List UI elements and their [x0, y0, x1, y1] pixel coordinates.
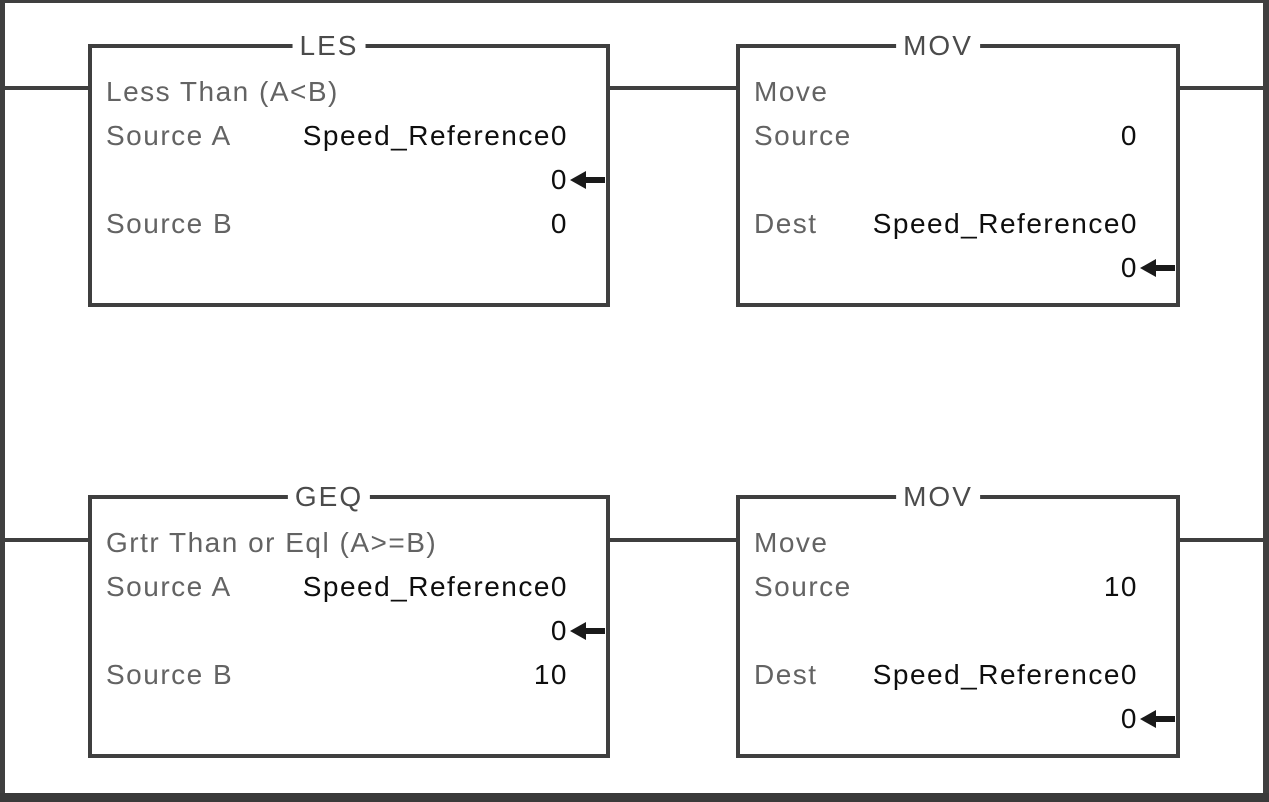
instruction-block-les[interactable]: LES Less Than (A<B) Source A Speed_Refer… — [88, 31, 610, 307]
spacer-row — [754, 158, 1138, 202]
operand-tag[interactable]: Speed_Reference0 — [872, 659, 1138, 690]
operand-row: Source A Speed_Reference0 — [106, 114, 568, 158]
operand-label: Dest — [754, 208, 818, 239]
operand-label: Source B — [106, 208, 234, 239]
rung2-wire-middle — [606, 538, 740, 542]
operand-tag[interactable]: Speed_Reference0 — [302, 571, 568, 602]
power-rail-right — [1263, 0, 1269, 802]
operand-label: Source B — [106, 659, 234, 690]
instruction-mnemonic: MOV — [896, 31, 980, 61]
instruction-mnemonic: GEQ — [287, 482, 371, 512]
current-value-row: 0 — [106, 158, 605, 202]
spacer-row — [754, 609, 1138, 653]
instruction-block-geq[interactable]: GEQ Grtr Than or Eql (A>=B) Source A Spe… — [88, 482, 610, 758]
current-value-row: 0 — [754, 697, 1175, 741]
current-value-arrow-icon — [1140, 709, 1175, 729]
window-top-edge — [0, 0, 1269, 3]
window-bottom-edge — [0, 793, 1269, 802]
operand-row: Source 10 — [754, 565, 1138, 609]
description-row: Move — [754, 521, 1138, 565]
operand-label: Source A — [106, 571, 232, 602]
rung2-wire-right — [1176, 538, 1266, 542]
operand-rows: Move Source 0 Dest Speed_Reference0 0 — [740, 48, 1176, 290]
operand-row: Dest Speed_Reference0 — [754, 202, 1138, 246]
instruction-description: Move — [754, 76, 829, 107]
rung2-wire-left — [3, 538, 92, 542]
operand-tag[interactable]: Speed_Reference0 — [872, 208, 1138, 239]
instruction-mnemonic: MOV — [896, 482, 980, 512]
description-row: Move — [754, 70, 1138, 114]
current-value[interactable]: 0 — [550, 615, 568, 646]
instruction-mnemonic: LES — [292, 31, 366, 61]
instruction-description: Move — [754, 527, 829, 558]
operand-row: Source A Speed_Reference0 — [106, 565, 568, 609]
current-value-arrow-icon — [1140, 258, 1175, 278]
operand-value[interactable]: 0 — [1120, 120, 1138, 151]
rung1-wire-left — [3, 86, 92, 90]
current-value-arrow-icon — [570, 621, 605, 641]
rung1-wire-right — [1176, 86, 1266, 90]
operand-rows: Grtr Than or Eql (A>=B) Source A Speed_R… — [92, 499, 606, 697]
current-value-arrow-icon — [570, 170, 605, 190]
instruction-description: Grtr Than or Eql (A>=B) — [106, 527, 438, 558]
description-row: Less Than (A<B) — [106, 70, 568, 114]
current-value[interactable]: 0 — [1120, 703, 1138, 734]
operand-label: Source — [754, 571, 852, 602]
instruction-block-mov-1[interactable]: MOV Move Source 0 Dest Speed_Reference0 … — [736, 31, 1180, 307]
operand-label: Source A — [106, 120, 232, 151]
operand-tag[interactable]: Speed_Reference0 — [302, 120, 568, 151]
operand-value[interactable]: 0 — [550, 208, 568, 239]
current-value[interactable]: 0 — [550, 164, 568, 195]
rung1-wire-middle — [606, 86, 740, 90]
operand-value[interactable]: 10 — [1103, 571, 1138, 602]
operand-rows: Move Source 10 Dest Speed_Reference0 0 — [740, 499, 1176, 741]
current-value-row: 0 — [106, 609, 605, 653]
power-rail-left — [0, 0, 5, 802]
operand-row: Source B 10 — [106, 653, 568, 697]
instruction-block-mov-2[interactable]: MOV Move Source 10 Dest Speed_Reference0… — [736, 482, 1180, 758]
current-value[interactable]: 0 — [1120, 252, 1138, 283]
operand-rows: Less Than (A<B) Source A Speed_Reference… — [92, 48, 606, 246]
operand-row: Dest Speed_Reference0 — [754, 653, 1138, 697]
operand-label: Source — [754, 120, 852, 151]
operand-label: Dest — [754, 659, 818, 690]
current-value-row: 0 — [754, 246, 1175, 290]
instruction-description: Less Than (A<B) — [106, 76, 339, 107]
description-row: Grtr Than or Eql (A>=B) — [106, 521, 568, 565]
operand-value[interactable]: 10 — [533, 659, 568, 690]
operand-row: Source 0 — [754, 114, 1138, 158]
operand-row: Source B 0 — [106, 202, 568, 246]
